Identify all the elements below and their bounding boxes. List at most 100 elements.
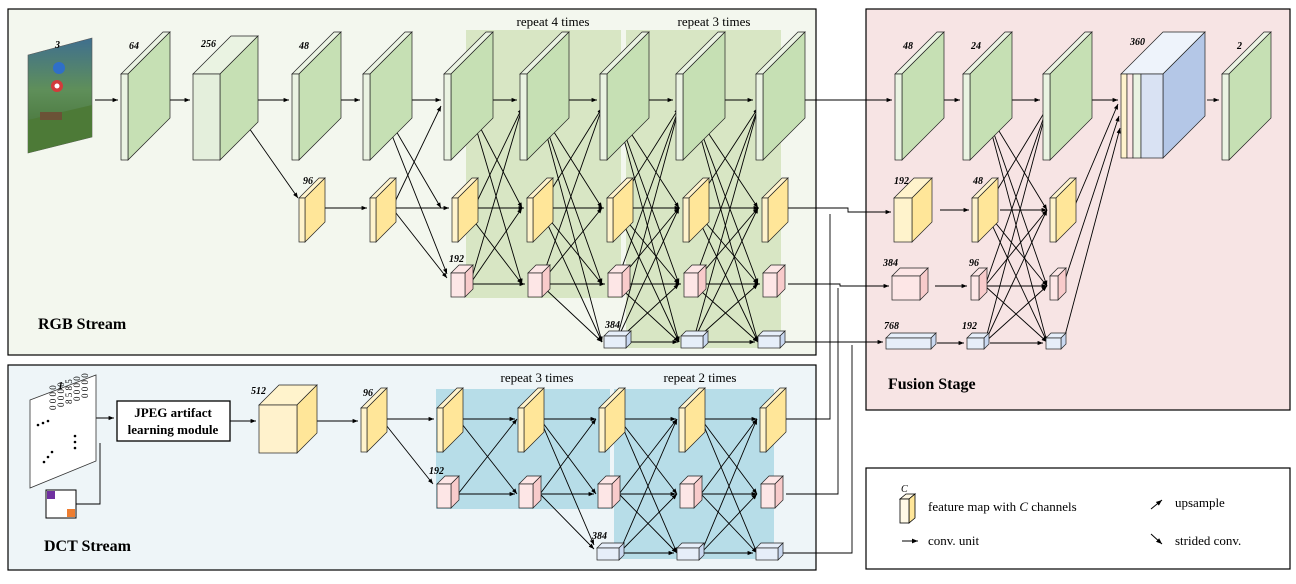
dct-digits-col4: 0 0 0 0 (72, 376, 82, 401)
dct-coefficient-map: 0 0 0 0 0 0 0 0 8 5 8 5 0 0 0 0 0 0 0 0 (29, 373, 97, 489)
fusion-pink-96 (970, 267, 988, 301)
legend-upsample-text: upsample (1175, 495, 1225, 510)
connection-line (618, 418, 678, 554)
rgb-green-b (362, 31, 413, 161)
connection-line (1062, 127, 1121, 344)
fusion-blue-192 (966, 332, 990, 350)
dct-digits-col5: 0 0 0 0 (80, 373, 90, 398)
connection-line (785, 207, 891, 215)
connection-line (615, 107, 680, 343)
fusion-blue-c (1045, 332, 1067, 350)
dct-digits-col2: 0 0 0 0 (56, 382, 66, 407)
connection-line (539, 493, 595, 550)
connection-line (539, 418, 597, 495)
rgb-pink-e (762, 264, 786, 298)
fusion-green-c (1042, 31, 1093, 161)
connection-line (1062, 115, 1120, 287)
channel-label: 384 (604, 320, 620, 331)
channel-label: 96 (363, 388, 373, 399)
fusion-yellow-192 (893, 177, 933, 243)
rgb-repeat-label-a: repeat 4 times (517, 14, 590, 29)
legend-feature-map-icon (898, 493, 917, 524)
jpeg-module-line2: learning module (128, 422, 219, 437)
rgb-blue-b (680, 330, 709, 349)
connection-line (786, 214, 831, 420)
quantization-table-icon (45, 489, 77, 519)
feature-map-256 (192, 35, 259, 161)
dct-digits-col1: 0 0 0 0 (48, 385, 58, 410)
connection-line (788, 283, 889, 289)
rgb-yellow-g (761, 177, 789, 243)
channel-label: 256 (200, 39, 216, 50)
rgb-pink-c (607, 264, 631, 298)
legend-conv-unit-text: conv. unit (928, 533, 980, 548)
dct-pink-c (597, 475, 621, 509)
legend-strided-text: strided conv. (1175, 533, 1241, 548)
fusion-blue-768 (885, 332, 937, 350)
connection-line (618, 418, 678, 495)
channel-label: 384 (882, 258, 898, 269)
dct-yellow-96 (360, 387, 388, 453)
legend: C feature map with C channels conv. unit… (898, 484, 1241, 548)
rgb-green-f (675, 31, 726, 161)
channel-label: 48 (298, 41, 309, 52)
rgb-yellow-c (451, 177, 479, 243)
legend-strided-arrow (1150, 533, 1163, 545)
rgb-green-e (599, 31, 650, 161)
rgb-green-g (755, 31, 806, 161)
connection-line (469, 107, 523, 285)
channel-label: 24 (970, 41, 981, 52)
channel-label: 192 (449, 254, 464, 265)
connection-line (539, 109, 603, 343)
channel-label: 192 (894, 176, 909, 187)
rgb-input-image (27, 37, 93, 154)
connection-line (391, 207, 448, 279)
channel-label: 192 (962, 321, 977, 332)
rgb-stream-label: RGB Stream (38, 316, 127, 333)
dct-yellow-b (436, 387, 464, 453)
channel-label: 3 (54, 40, 60, 51)
dct-yellow-f (759, 387, 787, 453)
channel-label: 1 (58, 381, 63, 392)
fusion-output-2 (1221, 31, 1272, 161)
connection-line (692, 107, 759, 285)
connection-line (700, 418, 758, 495)
channel-label: 768 (884, 321, 899, 332)
rgb-pink-b (527, 264, 551, 298)
fusion-green-24 (962, 31, 1013, 161)
connection-line (984, 285, 1048, 343)
connection-line (391, 105, 442, 209)
rgb-yellow-d (526, 177, 554, 243)
channel-labels: 3 64 256 48 96 192 384 1 512 96 192 384 … (54, 37, 1242, 542)
dct-yellow-e (678, 387, 706, 453)
channel-label: 96 (303, 176, 313, 187)
connection-line (786, 288, 839, 495)
channel-label: 64 (129, 41, 139, 52)
rgb-yellow-96 (298, 177, 326, 243)
legend-c-letter: C (901, 484, 908, 495)
connection-line (618, 493, 678, 554)
channel-label: 512 (251, 386, 266, 397)
connection-lines (76, 97, 1219, 556)
connection-line (984, 107, 1048, 287)
connection-line (469, 207, 523, 285)
legend-panel (865, 467, 1291, 570)
rgb-pink-d (683, 264, 707, 298)
connection-line (1072, 103, 1119, 211)
connection-line (692, 107, 759, 343)
connection-line (539, 418, 595, 546)
connection-line (76, 443, 101, 505)
fusion-stage-label: Fusion Stage (888, 376, 976, 393)
legend-upsample-arrow (1150, 499, 1163, 510)
fusion-pink-384 (891, 267, 929, 301)
connection-line (615, 107, 680, 285)
dct-blue-b (676, 542, 705, 561)
dct-yellow-d (598, 387, 626, 453)
rgb-yellow-f (682, 177, 710, 243)
connection-line (469, 107, 523, 217)
connection-line (539, 283, 603, 343)
rgb-green-48-a (291, 31, 342, 161)
channel-label: 48 (972, 176, 983, 187)
feature-map-64 (120, 31, 171, 161)
